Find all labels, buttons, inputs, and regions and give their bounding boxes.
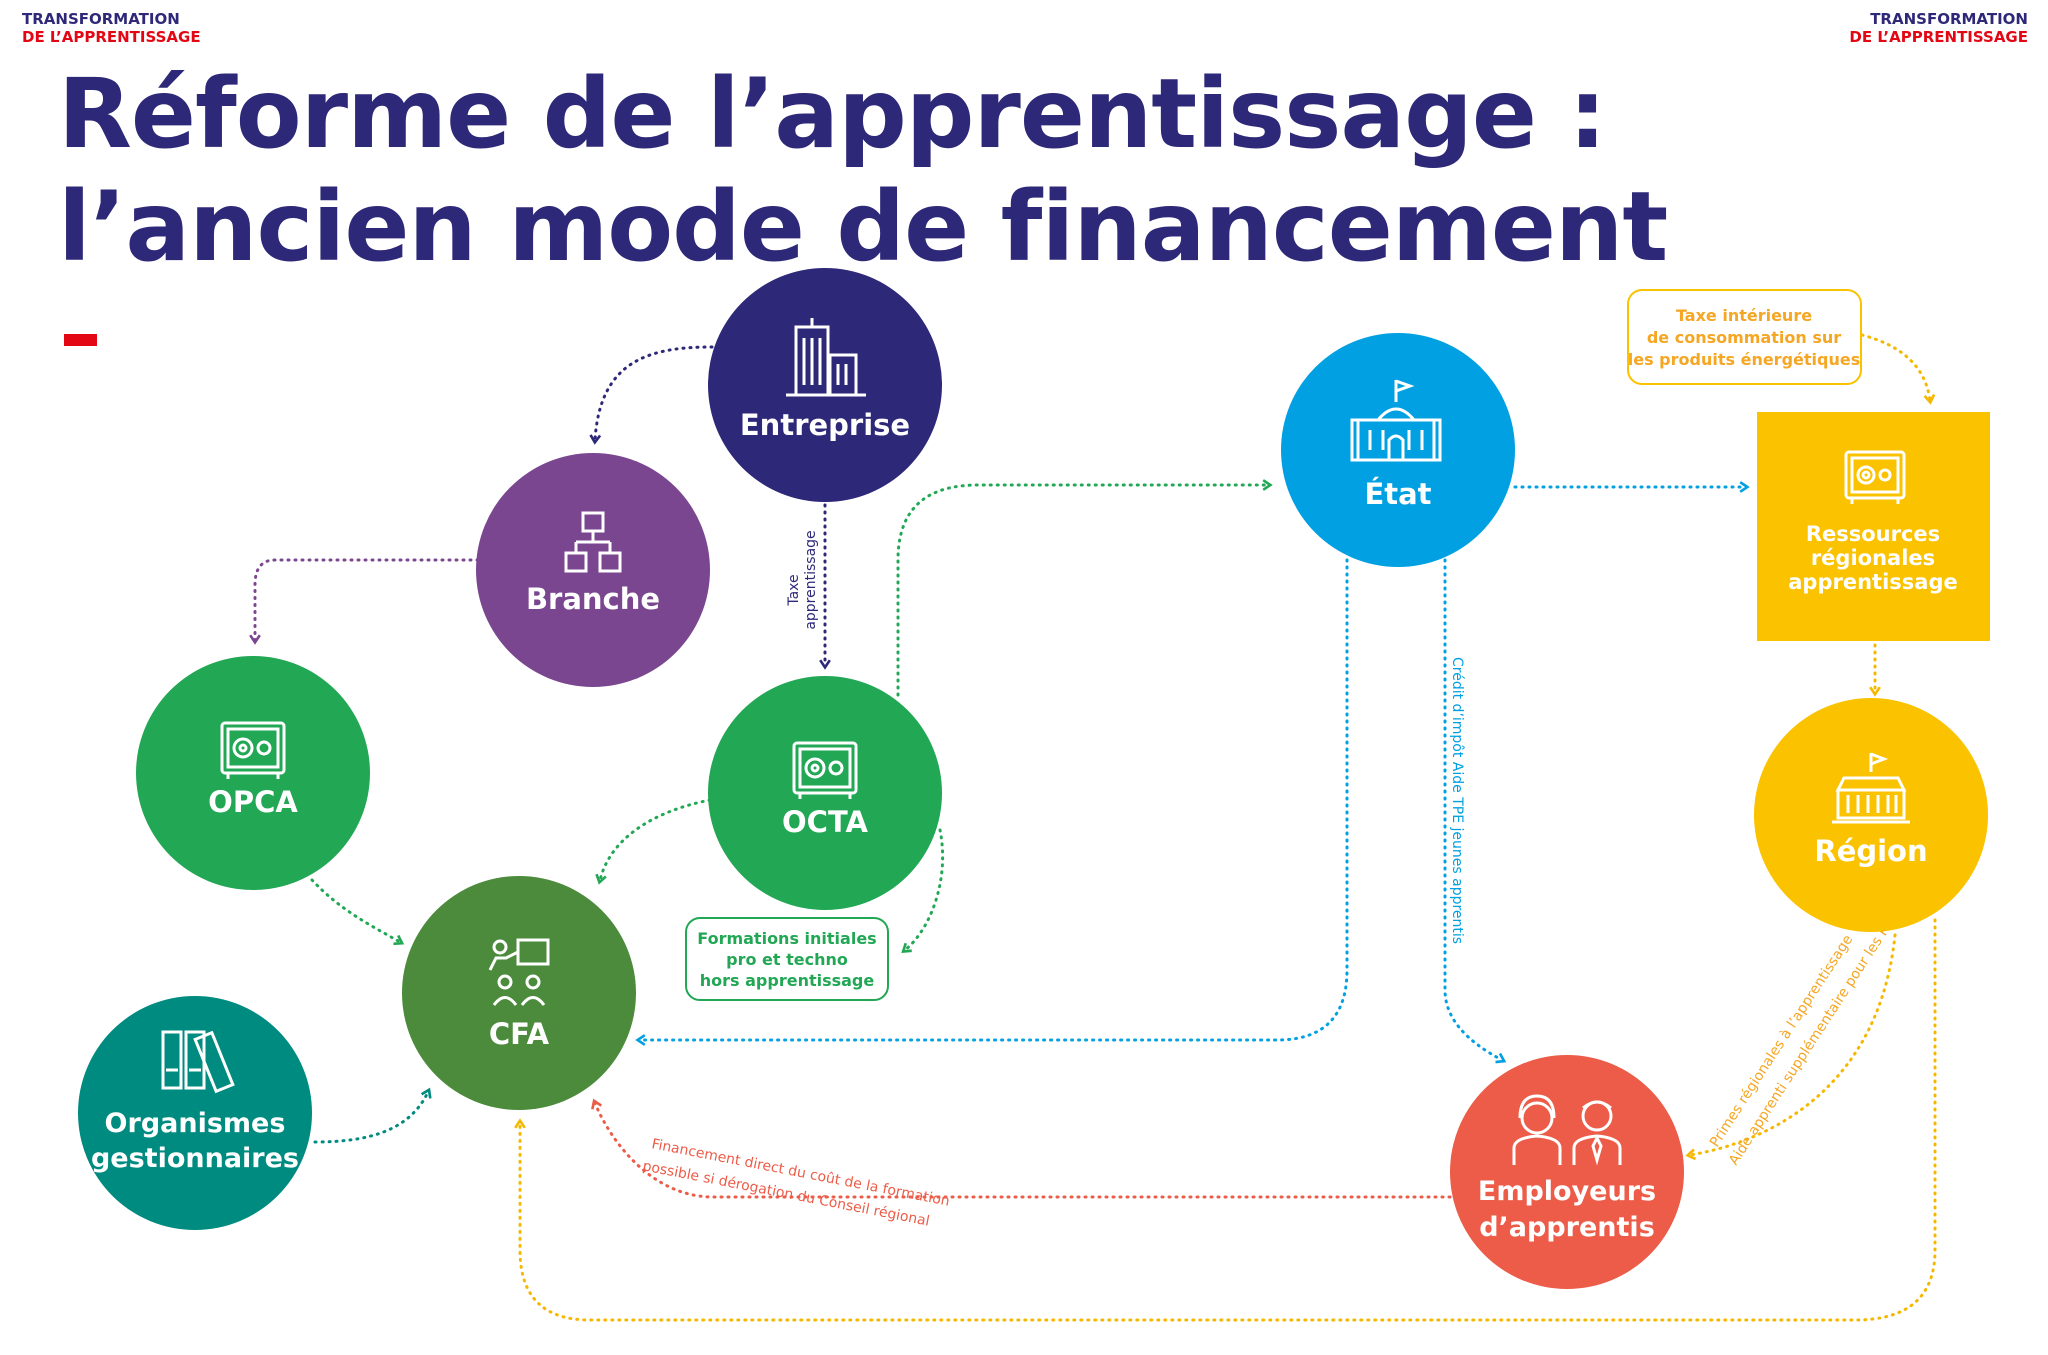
arrow-octa-to-formations [901, 828, 945, 953]
arrow-entreprise-to-branche [589, 345, 714, 445]
node-ressources-line3: apprentissage [1788, 570, 1957, 594]
node-entreprise: Entreprise [708, 268, 942, 502]
page-title-line2: l’ancien mode de financement [58, 171, 1668, 283]
node-region: Région [1754, 698, 1988, 932]
node-octa-label: OCTA [782, 805, 868, 839]
page-title-line1: Réforme de l’apprentissage : [58, 58, 1607, 170]
node-ressources-line2: régionales [1811, 546, 1935, 570]
node-organismes-line1: Organismes [105, 1108, 286, 1139]
node-octa: OCTA [708, 676, 942, 910]
arrow-branche-to-opca [249, 558, 480, 645]
people-icon [1512, 1094, 1622, 1166]
header-left-line1: TRANSFORMATION [22, 10, 180, 28]
title-accent-dash [64, 334, 97, 346]
header-left: TRANSFORMATION DE L’APPRENTISSAGE [22, 10, 201, 46]
safe-icon [792, 741, 858, 799]
box-formations-line3: hors apprentissage [700, 971, 875, 990]
arrow-taxe-to-ressources [1860, 333, 1936, 405]
box-taxe-line3: les produits énergétiques [1628, 350, 1860, 369]
node-organismes-line2: gestionnaires [91, 1143, 299, 1174]
safe-icon [220, 721, 286, 779]
arrow-octa-to-etat [896, 479, 1273, 697]
box-formations: Formations initiales pro et techno hors … [685, 917, 889, 1001]
government-building-icon [1350, 379, 1442, 462]
arrow-employeurs-to-cfa [591, 1098, 1452, 1199]
node-employeurs-line2: d’apprentis [1479, 1212, 1655, 1243]
org-chart-icon [564, 511, 622, 573]
node-cfa: CFA [402, 876, 636, 1110]
box-formations-line1: Formations initiales [697, 929, 876, 948]
header-right: TRANSFORMATION DE L’APPRENTISSAGE [1849, 10, 2028, 46]
arrow-etat-to-employeurs [1443, 558, 1507, 1064]
node-entreprise-label: Entreprise [740, 408, 910, 442]
header-right-line1: TRANSFORMATION [1870, 10, 2028, 28]
flow-label-aide-pme: Aide apprenti supplémentaire pour les PM… [1726, 906, 1904, 1169]
node-organismes-gestionnaires: Organismes gestionnaires [78, 996, 312, 1230]
flow-label-primes-regionales: Primes régionales à l’apprentissage [1707, 932, 1856, 1150]
page-title: Réforme de l’apprentissage : l’ancien mo… [58, 58, 1668, 284]
node-cfa-label: CFA [489, 1017, 550, 1051]
flow-label-taxe-line2: apprentissage [803, 530, 819, 629]
flow-label-taxe-line1: Taxe [786, 574, 802, 606]
node-ressources-line1: Ressources [1806, 522, 1940, 546]
box-formations-line2: pro et techno [726, 950, 848, 969]
arrow-opca-to-cfa [310, 878, 405, 946]
building-icon [786, 318, 866, 397]
node-opca-label: OPCA [208, 785, 298, 819]
box-taxe-interieure: Taxe intérieure de consommation sur les … [1627, 289, 1862, 385]
node-employeurs-line1: Employeurs [1478, 1176, 1656, 1207]
box-taxe-line1: Taxe intérieure [1676, 306, 1812, 325]
node-etat-label: État [1364, 477, 1431, 511]
header-right-line2: DE L’APPRENTISSAGE [1849, 28, 2028, 46]
node-ressources-regionales: Ressources régionales apprentissage [1757, 412, 1990, 641]
node-region-label: Région [1814, 834, 1927, 868]
node-branche: Branche [476, 453, 710, 687]
arrow-region-to-cfa-bottom [514, 918, 1937, 1322]
node-employeurs: Employeurs d’apprentis [1450, 1055, 1684, 1289]
binders-icon [161, 1030, 235, 1094]
header-left-line2: DE L’APPRENTISSAGE [22, 28, 201, 46]
flow-label-credit-impot: Crédit d’impôt Aide TPE jeunes apprentis [1449, 657, 1465, 944]
arrow-octa-to-cfa [595, 798, 712, 885]
safe-icon [1844, 450, 1906, 504]
arrow-organismes-to-cfa [313, 1087, 432, 1144]
arrow-region-to-employeurs [1685, 933, 1897, 1161]
box-taxe-line2: de consommation sur [1647, 328, 1841, 347]
regional-building-icon [1832, 752, 1910, 824]
node-branche-label: Branche [526, 582, 660, 616]
node-opca: OPCA [136, 656, 370, 890]
teacher-board-icon [488, 938, 550, 1006]
node-etat: État [1281, 333, 1515, 567]
